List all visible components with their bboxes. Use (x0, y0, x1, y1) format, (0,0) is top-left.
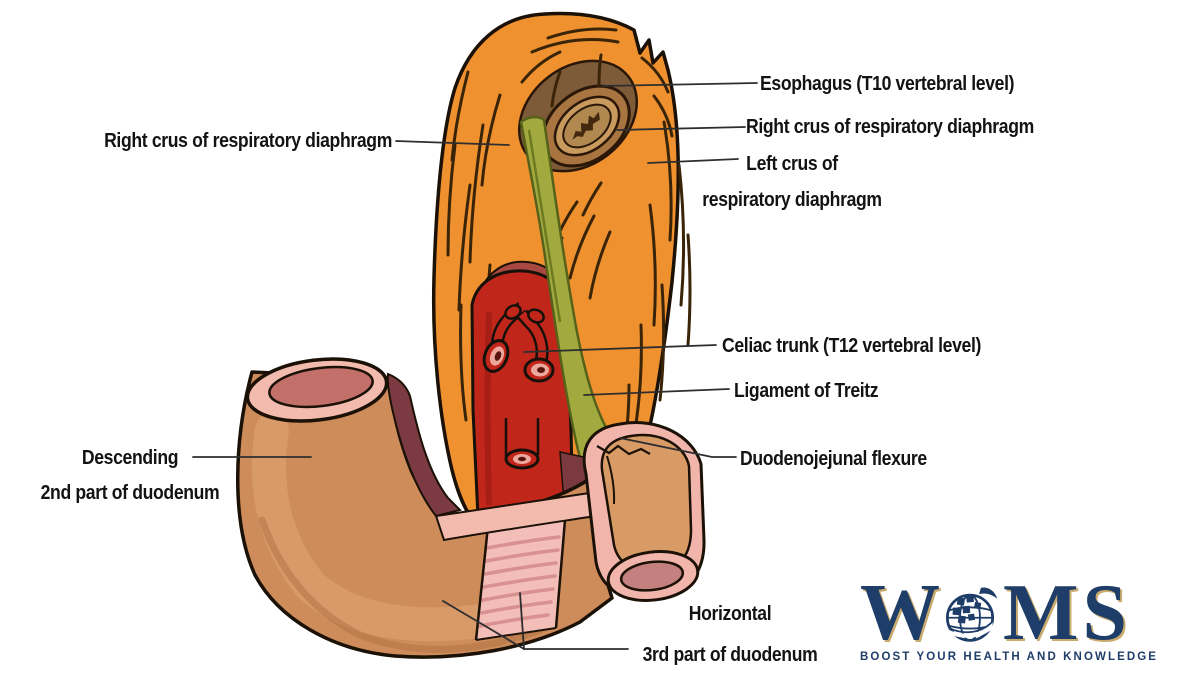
label-horizontal-duodenum: Horizontal 3rd part of duodenum (640, 594, 820, 675)
celiac-trunk-branches (482, 302, 555, 383)
logo-tagline: BOOST YOUR HEALTH AND KNOWLEDGE (860, 651, 1159, 663)
label-left-crus-line2: respiratory diaphragm (702, 189, 882, 211)
logo-letter-w: W (860, 569, 940, 657)
globe-icon (945, 587, 998, 642)
logo-letters-ms: MS (1003, 569, 1131, 657)
leader-celiac-trunk (523, 344, 717, 353)
leader-left-crus (647, 158, 739, 164)
woms-logo: W MS (860, 569, 1160, 663)
leader-ligament (583, 388, 730, 396)
label-ligament-of-treitz: Ligament of Treitz (734, 380, 879, 402)
duodenal-opening (245, 357, 389, 423)
leader-esophagus (602, 82, 758, 87)
label-horizontal-line1: Horizontal (688, 603, 772, 625)
label-left-crus: Left crus of respiratory diaphragm (699, 146, 886, 218)
label-left-crus-line1: Left crus of (746, 153, 838, 175)
duodenum-loop (236, 357, 614, 659)
label-descending-line2: 2nd part of duodenum (40, 482, 220, 504)
label-esophagus: Esophagus (T10 vertebral level) (760, 73, 1015, 95)
duodenojejunal-flexure-tube (582, 421, 706, 602)
leader-lines (192, 82, 758, 650)
leader-right-crus-left (395, 140, 510, 146)
label-descending-line1: Descending (81, 447, 179, 469)
label-celiac-trunk: Celiac trunk (T12 vertebral level) (722, 335, 981, 357)
abdominal-aorta (470, 269, 575, 520)
cut-edge (386, 372, 462, 518)
woms-logo-word: W MS (860, 569, 1160, 657)
label-right-crus-left: Right crus of respiratory diaphragm (104, 130, 393, 152)
horizontal-duodenum-striations (474, 507, 568, 641)
label-descending-duodenum: Descending 2nd part of duodenum (38, 441, 221, 511)
label-duodenojejunal-flexure: Duodenojejunal flexure (740, 448, 927, 470)
leader-3rd-part-branch (442, 600, 525, 650)
esophagus-cross-section (517, 59, 639, 182)
leader-flexure (619, 437, 737, 458)
label-right-crus-right: Right crus of respiratory diaphragm (746, 116, 1034, 138)
mesenteric-artery-stub (504, 418, 540, 470)
leader-right-crus-right (616, 126, 746, 131)
label-horizontal-line2: 3rd part of duodenum (642, 644, 818, 666)
